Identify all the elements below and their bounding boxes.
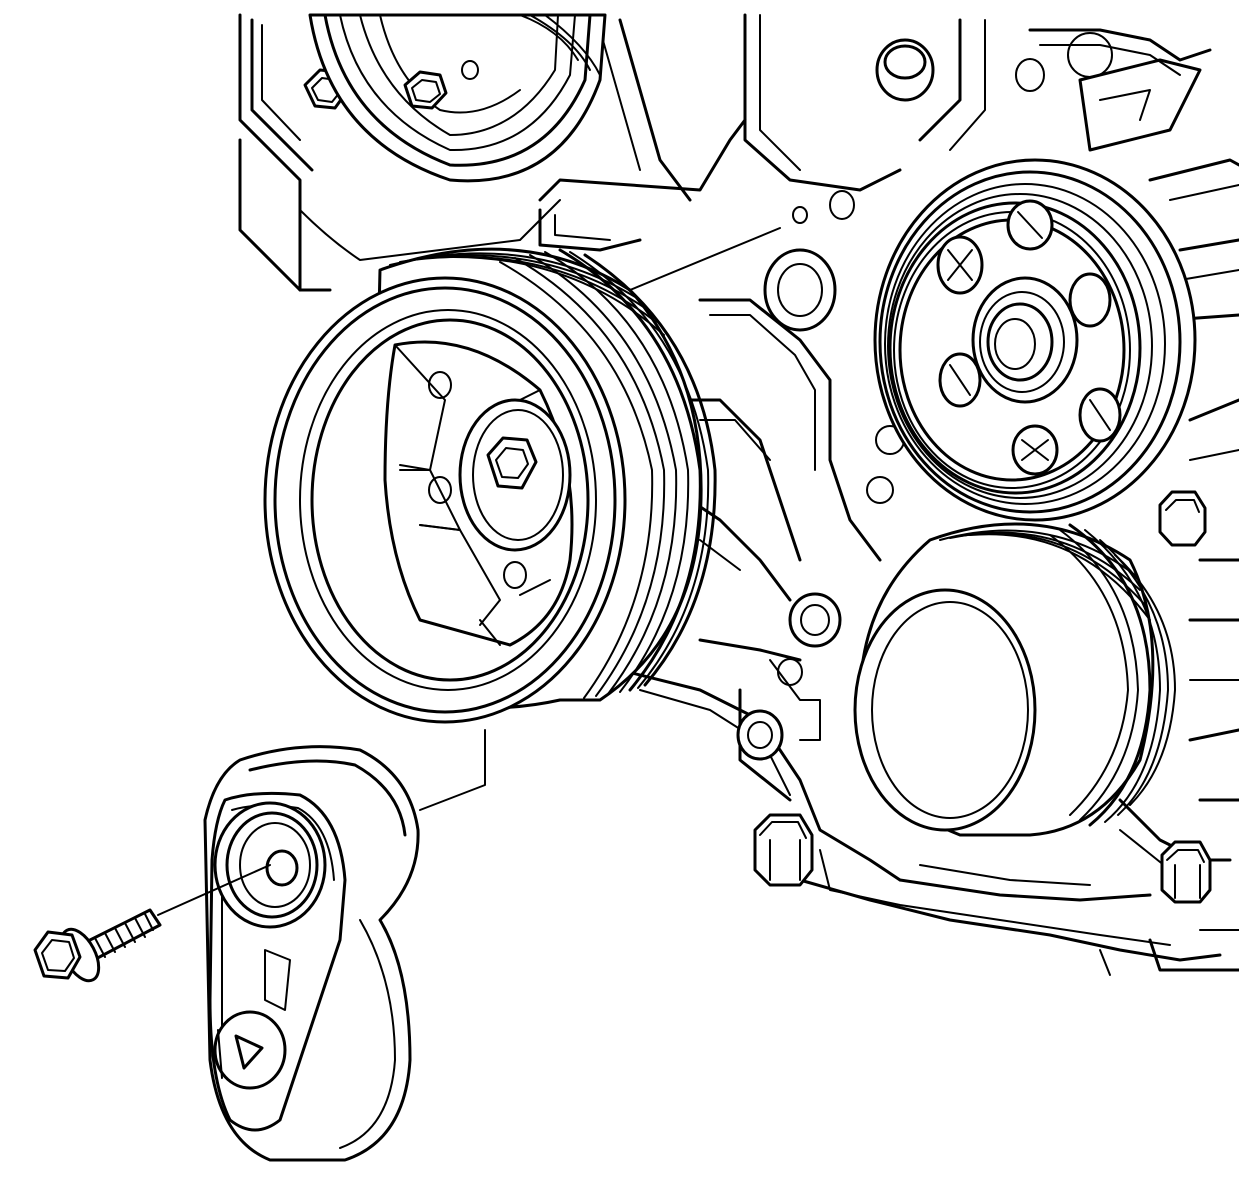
crankshaft-balancer: [263, 247, 717, 724]
pulley-window: [1068, 272, 1112, 328]
cover-hole: [1067, 32, 1113, 78]
cover-hole: [777, 658, 803, 686]
bolt-leader-line: [157, 864, 271, 916]
idler-pulley-bolt: [403, 70, 448, 110]
cover-bolt-lower-left: [753, 813, 814, 887]
cover-hole: [829, 190, 855, 220]
tensioner-drive-boss: [213, 1010, 287, 1090]
cover-rib: [769, 659, 821, 741]
cover-boss-lower: [736, 709, 784, 761]
cover-hole: [866, 476, 894, 504]
leader-line-upper: [629, 227, 781, 291]
cover-boss-lower: [788, 592, 842, 648]
cover-hole: [1015, 58, 1045, 92]
leader-line-tensioner: [419, 729, 486, 811]
pulley-window: [938, 352, 982, 408]
pulley-hub: [971, 276, 1079, 404]
pulley-window: [1006, 199, 1054, 251]
cover-bolt-lower-right: [1160, 840, 1212, 904]
pulley-window: [936, 235, 984, 295]
cover-bolt-mid-right: [1158, 490, 1207, 547]
pulley-face: [853, 588, 1037, 832]
square-drive: [234, 1034, 264, 1070]
pulley-window: [1011, 424, 1059, 476]
cover-boss-upper: [763, 248, 837, 332]
cover-hole: [792, 206, 808, 224]
cover-dowel-top: [875, 38, 935, 102]
belt-tensioner: [203, 745, 420, 1162]
pulley-window: [1078, 387, 1122, 443]
water-pump-pulley: [873, 158, 1197, 522]
tensioner-bolt: [33, 908, 162, 983]
balancer-hub: [458, 398, 572, 552]
power-steering-pulley: [853, 522, 1176, 837]
idler-pulley-upper: [308, 13, 607, 183]
